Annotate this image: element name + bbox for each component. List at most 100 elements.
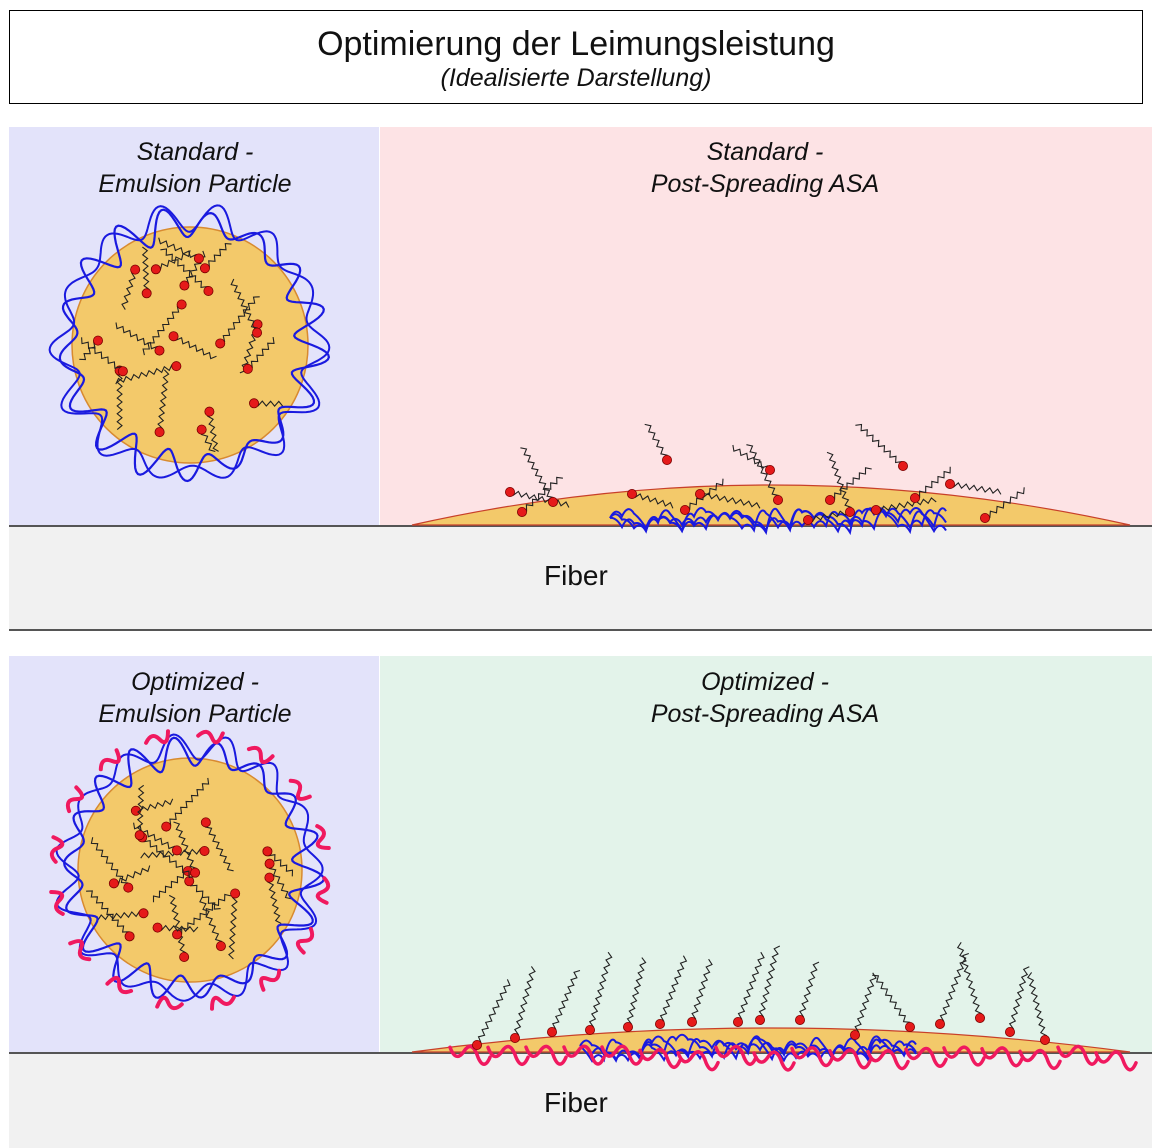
surfactant-tail (513, 966, 536, 1039)
surfactant-head (795, 1015, 806, 1026)
surfactant-head (203, 286, 214, 297)
surfactant-head (252, 327, 263, 338)
promoter-chain (638, 1047, 682, 1070)
surfactant-head (215, 941, 226, 952)
surfactant-tail (141, 837, 196, 879)
surfactant-head (171, 361, 182, 372)
surfactant-head (117, 366, 128, 377)
surfactant-head (200, 817, 211, 828)
promoter-chain (942, 1045, 986, 1067)
promoter-chain (524, 1044, 568, 1066)
surfactant-head (765, 464, 776, 475)
surfactant-head (898, 460, 909, 471)
surfactant-tail (228, 893, 238, 960)
promoter-chain (98, 748, 121, 772)
label-line2: Post-Spreading ASA (650, 700, 880, 728)
promoter-chain (49, 835, 65, 864)
asa-droplet (71, 226, 309, 464)
surfactant-head (695, 488, 706, 499)
polymer-shell (48, 204, 331, 479)
surfactant-tail (746, 444, 779, 501)
polymer-tangle (609, 507, 947, 536)
surfactant-tail (949, 482, 1002, 495)
promoter-chain (980, 1046, 1024, 1068)
surfactant-tail (207, 411, 219, 452)
surfactant-head (108, 878, 119, 889)
surfactant-head (179, 952, 190, 963)
fiber-label-bottom: Fiber (544, 1087, 608, 1118)
surfactant-head (154, 345, 165, 356)
promoter-chain (155, 995, 184, 1011)
fiber-top (9, 525, 1152, 631)
surfactant-tail (155, 250, 191, 271)
surfactant-head (172, 929, 183, 940)
surfactant-tail (699, 492, 761, 509)
surfactant-tail (266, 851, 294, 877)
surfactant-tail (204, 822, 234, 872)
promoter-chain (288, 778, 312, 801)
promoter-chain (1094, 1050, 1138, 1072)
surfactant-head (585, 1025, 596, 1036)
surfactant-head (123, 882, 134, 893)
surfactant-tail (115, 364, 177, 385)
surfactant-tail (855, 423, 904, 467)
surfactant-head (152, 922, 163, 933)
promoter-chain (210, 995, 236, 1011)
promoter-chain (259, 968, 282, 992)
surfactant-tail (121, 269, 136, 310)
surfactant-head (141, 288, 152, 299)
surfactant-head (138, 908, 149, 919)
promoter-chain (65, 785, 85, 814)
surfactant-tail (521, 476, 563, 513)
surfactant-head (179, 280, 190, 291)
surfactant-head (773, 494, 784, 505)
promoter-chain (790, 1046, 834, 1068)
surfactant-head (196, 424, 207, 435)
surfactant-tail (551, 969, 581, 1033)
surfactant-head (204, 406, 215, 417)
promoter-chain (315, 824, 331, 850)
surfactant-head (124, 931, 135, 942)
surfactant-tail (152, 870, 188, 903)
promoter-chain (315, 876, 331, 905)
diagram-title: Optimierung der Leimungsleistung (317, 25, 835, 63)
promoter-chain (752, 1050, 796, 1072)
surfactant-tail (140, 848, 205, 859)
surfactant-tail (115, 322, 160, 351)
surfactant-tail (1008, 966, 1030, 1033)
surfactant-tail (158, 237, 200, 259)
surfactant-tail (826, 451, 852, 513)
surfactant-head (850, 1030, 861, 1041)
surfactant-head (504, 486, 515, 497)
surfactant-tail (141, 246, 150, 294)
surfactant-head (92, 335, 103, 346)
surfactant-head (242, 363, 253, 374)
surfactant-tail (86, 890, 131, 937)
surfactant-head (871, 504, 882, 515)
surfactant-head (230, 888, 241, 899)
label-line2: Emulsion Particle (98, 170, 292, 198)
surfactant-tail (984, 487, 1025, 519)
surfactant-head (1040, 1035, 1051, 1046)
surfactant-tail (157, 369, 170, 433)
surfactant-head (845, 506, 856, 517)
surfactant-tail (854, 972, 877, 1036)
surfactant-tail (807, 509, 849, 523)
label-line1: Standard - (136, 138, 254, 166)
promoter-chain (1018, 1048, 1062, 1071)
surfactant-head (935, 1019, 946, 1030)
label-optimized-emulsion: Optimized - Emulsion Particle (30, 666, 360, 730)
surfactant-head (517, 506, 528, 517)
surfactant-head (154, 427, 165, 438)
promoter-chain (676, 1050, 720, 1072)
surfactant-tail (168, 894, 187, 958)
surfactant-tail (113, 865, 151, 885)
fiber-bottom (9, 1052, 1152, 1148)
surfactant-head (945, 478, 956, 489)
surfactant-tail (136, 784, 145, 836)
polymer-shell (63, 736, 325, 999)
label-standard-emulsion: Standard - Emulsion Particle (30, 136, 360, 200)
surfactant-head (262, 846, 273, 857)
diagram-subtitle: (Idealisierte Darstellung) (440, 64, 712, 92)
